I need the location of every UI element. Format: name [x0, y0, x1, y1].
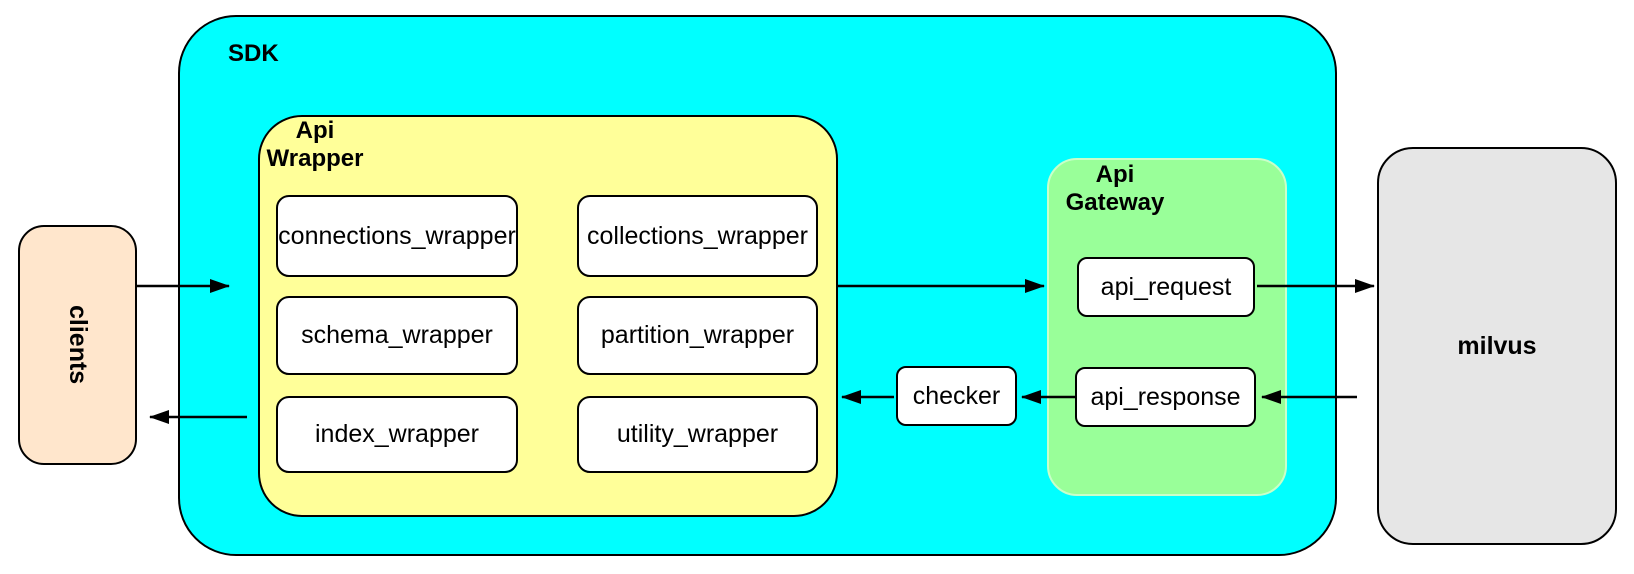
collections-wrapper-box: collections_wrapper	[577, 195, 818, 277]
api-wrapper-label: Api Wrapper	[266, 117, 364, 173]
api-gateway-label: Api Gateway	[1065, 161, 1165, 217]
milvus-box: milvus	[1377, 147, 1617, 545]
sdk-label: SDK	[228, 40, 279, 67]
milvus-label: milvus	[1457, 331, 1537, 360]
schema-wrapper-box: schema_wrapper	[276, 296, 518, 375]
api-gateway-container	[1047, 158, 1287, 496]
partition-wrapper-box: partition_wrapper	[577, 296, 818, 375]
clients-box: clients	[18, 225, 137, 465]
connections-wrapper-box: connections_wrapper	[276, 195, 518, 277]
api-response-box: api_response	[1075, 367, 1256, 427]
checker-box: checker	[896, 366, 1017, 426]
clients-label: clients	[64, 305, 92, 385]
utility-wrapper-box: utility_wrapper	[577, 396, 818, 473]
api-request-box: api_request	[1077, 257, 1255, 317]
index-wrapper-box: index_wrapper	[276, 396, 518, 473]
